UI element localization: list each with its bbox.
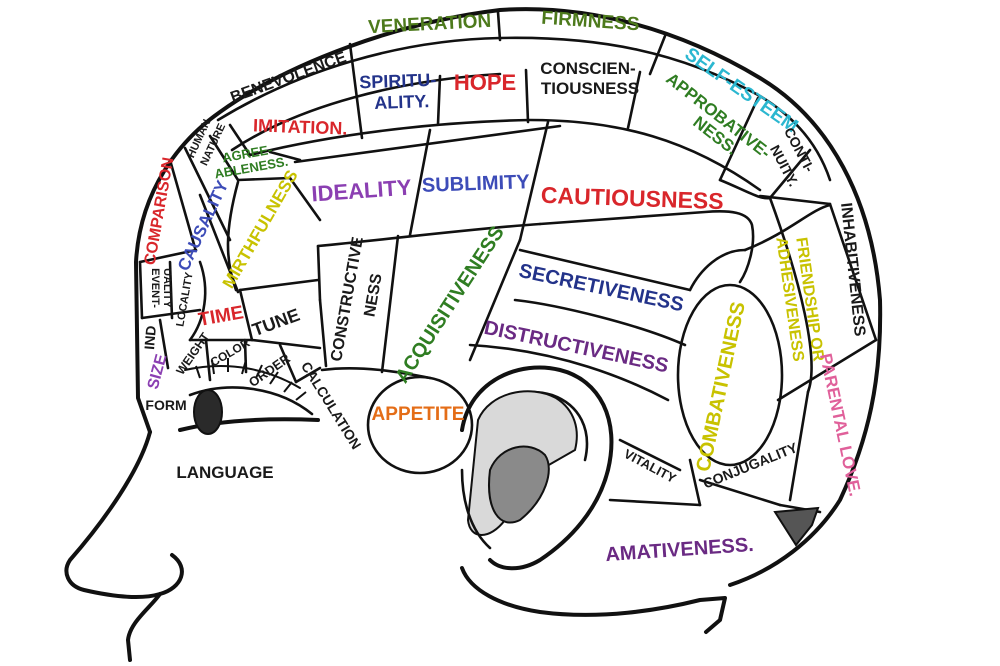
skull-outline — [134, 7, 883, 587]
faculty-label-language: LANGUAGE — [176, 463, 273, 482]
faculty-label-constructiveness-1: CONSTRUCTIVE — [328, 235, 367, 363]
head-outline — [64, 7, 883, 662]
faculty-label-constructiveness-2: NESS — [361, 272, 385, 318]
faculty-label-agreeableness-1: AGREE- — [221, 142, 273, 166]
faculty-label-sublimity: SUBLIMITY — [422, 171, 531, 197]
ear — [460, 365, 614, 571]
faculty-label-amativeness: AMATIVENESS. — [605, 534, 755, 566]
faculty-label-tune: TUNE — [250, 305, 303, 341]
faculty-label-human-nature-2: NATURE — [198, 122, 228, 168]
appetite-oval — [366, 375, 474, 475]
faculty-label-appetite: APPETITE — [372, 404, 465, 425]
faculty-label-imitation: IMITATION. — [253, 115, 348, 138]
faculty-label-destructiveness: DISTRUCTIVENESS — [482, 317, 670, 378]
eyelashes — [195, 358, 307, 401]
faculty-label-form: FORM — [145, 397, 186, 413]
faculty-label-spirituality-2: ALITY. — [374, 91, 430, 113]
faculty-label-combativeness: COMBATIVENESS — [692, 300, 749, 474]
faculty-label-calculation: CALCULATION — [298, 359, 365, 452]
faculty-label-ideality: IDEALITY — [311, 175, 413, 207]
faculty-label-eventuality-1: EVENT- — [149, 268, 161, 308]
combativeness-oval — [676, 283, 784, 467]
faculty-label-cautiousness: CAUTIOUSNESS — [541, 182, 725, 214]
faculty-label-continuity-1: CONTI- — [781, 125, 818, 175]
face-profile — [64, 430, 184, 599]
region-divisions — [138, 10, 878, 547]
faculty-label-conscientiousness-1: CONSCIEN- — [540, 59, 635, 78]
faculty-label-individuality: IND — [141, 325, 159, 350]
faculty-label-locality: LOCALITY — [174, 271, 195, 328]
faculty-label-approbativeness-1: APPROBATIVE- — [662, 69, 774, 162]
faculty-label-conscientiousness-2: TIOUSNESS — [541, 79, 639, 98]
hatched-corner — [773, 506, 820, 547]
eye — [178, 358, 320, 435]
faculty-label-self-esteem: SELF-ESTEEM — [681, 44, 802, 137]
faculty-label-benevolence: BENEVOLENCE — [228, 49, 349, 107]
faculty-label-acquisitiveness: ACQUISITIVENESS — [391, 222, 509, 387]
nose-curl — [126, 592, 162, 662]
jaw-line — [460, 566, 727, 634]
